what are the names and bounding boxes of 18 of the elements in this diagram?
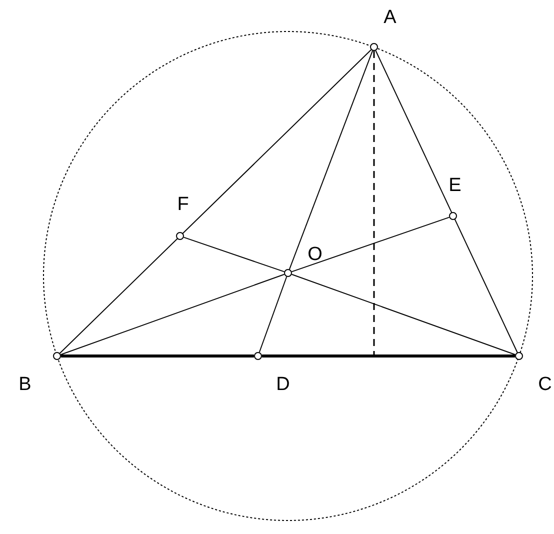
point-label: O [306,244,324,266]
line-segment [60,274,285,356]
altitude-line [373,51,375,356]
point-label: D [275,374,291,396]
line-segment [375,50,518,353]
line-segment [183,236,285,272]
point-label: A [382,7,398,29]
line-segment [258,276,288,353]
line-segment [61,354,254,358]
line-segment [262,354,515,358]
point-label: F [176,194,190,216]
point-label: C [537,374,553,396]
line-segment [291,274,516,356]
line-segment [288,50,374,270]
line-segment [291,216,450,272]
point-label: E [448,175,462,197]
line-segment [59,49,372,354]
point-label: B [18,374,32,396]
